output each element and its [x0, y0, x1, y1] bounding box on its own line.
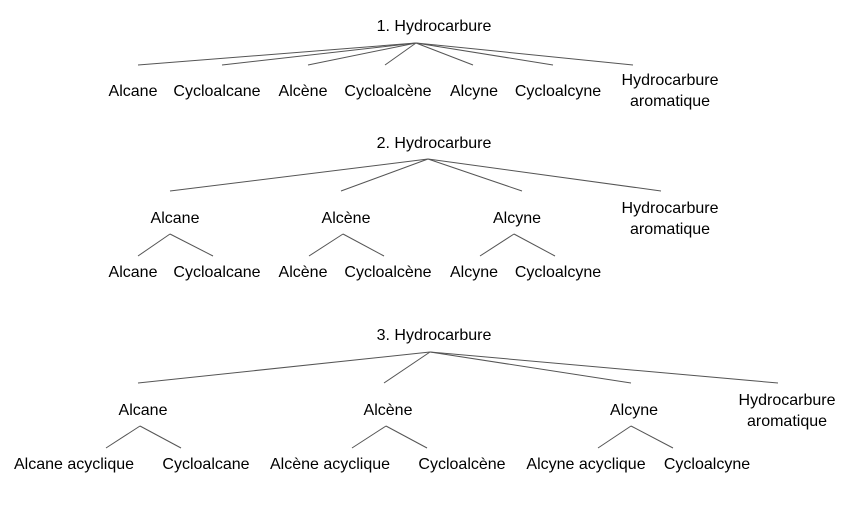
- tree1-node-aromatic-line1: Hydrocarbure: [621, 72, 719, 89]
- tree2-leaf-cycloalcane: Cycloalcane: [173, 264, 261, 281]
- tree3-group-alcene: Alcène: [363, 402, 413, 419]
- tree3-node-aromatic-line2: aromatique: [746, 413, 828, 430]
- tree2-leaf-cycloalcyne: Cycloalcyne: [514, 264, 602, 281]
- tree2-group-alcene: Alcène: [321, 210, 371, 227]
- tree3-leaf-cycloalcane: Cycloalcane: [162, 456, 250, 473]
- tree3-root: 3. Hydrocarbure: [376, 327, 492, 344]
- tree2-leaf-cycloalcene: Cycloalcène: [344, 264, 432, 281]
- tree3-leaf-alcyne-acyclique: Alcyne acyclique: [526, 456, 646, 473]
- tree3-leaf-alcene-acyclique: Alcène acyclique: [269, 456, 391, 473]
- tree1-node-cycloalcene: Cycloalcène: [344, 83, 432, 100]
- tree3-edges: [105, 351, 779, 449]
- tree3-leaf-alcane-acyclique: Alcane acyclique: [13, 456, 135, 473]
- tree1-node-alcyne: Alcyne: [449, 83, 499, 100]
- tree2-root: 2. Hydrocarbure: [376, 135, 492, 152]
- tree1-root: 1. Hydrocarbure: [376, 18, 492, 35]
- tree2-group-alcyne: Alcyne: [492, 210, 542, 227]
- tree3-leaf-cycloalcene: Cycloalcène: [418, 456, 506, 473]
- tree2-node-aromatic-line1: Hydrocarbure: [621, 200, 719, 217]
- tree3-leaf-cycloalcyne: Cycloalcyne: [663, 456, 751, 473]
- tree2-edges: [137, 158, 662, 257]
- tree3-group-alcane: Alcane: [118, 402, 168, 419]
- tree2-leaf-alcene: Alcène: [278, 264, 328, 281]
- tree2-leaf-alcane: Alcane: [108, 264, 158, 281]
- tree1-edges: [137, 42, 634, 66]
- tree3-group-alcyne: Alcyne: [609, 402, 659, 419]
- tree2-node-aromatic-line2: aromatique: [629, 221, 711, 238]
- tree2-leaf-alcyne: Alcyne: [449, 264, 499, 281]
- tree1-node-cycloalcyne: Cycloalcyne: [514, 83, 602, 100]
- tree3-node-aromatic-line1: Hydrocarbure: [738, 392, 836, 409]
- tree2-group-alcane: Alcane: [150, 210, 200, 227]
- tree1-node-cycloalcane: Cycloalcane: [173, 83, 261, 100]
- tree1-node-alcane: Alcane: [108, 83, 158, 100]
- tree1-node-alcene: Alcène: [278, 83, 328, 100]
- tree1-node-aromatic-line2: aromatique: [629, 93, 711, 110]
